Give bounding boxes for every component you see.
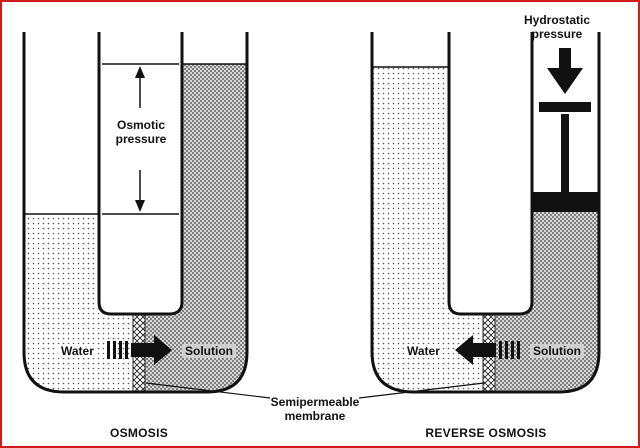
pressure-label-line-1: Hydrostatic <box>523 13 591 27</box>
flow-arrow-icon <box>455 335 520 365</box>
reverse-osmosis-caption: REVERSE OSMOSIS <box>425 426 547 440</box>
pressure-label-line-1: Osmotic <box>116 118 166 132</box>
water-label: Water <box>58 344 97 358</box>
water-liquid-left <box>372 67 483 392</box>
u-tube-outer-wall <box>22 32 249 394</box>
u-tube-outer-wall <box>370 32 601 394</box>
double-headed-arrow-icon <box>135 66 145 212</box>
down-arrow-icon <box>547 48 583 94</box>
water-label: Water <box>404 344 443 358</box>
membrane-leader-lines <box>145 382 485 399</box>
flow-arrow-icon <box>107 335 172 365</box>
osmosis-caption: OSMOSIS <box>109 426 169 440</box>
solution-liquid-right <box>145 64 247 392</box>
pressure-label-line-2: pressure <box>115 132 167 146</box>
u-tube-inner-wall <box>97 32 184 316</box>
membrane-label-line-1: Semipermeable <box>270 395 360 409</box>
solution-liquid-right <box>495 212 599 392</box>
u-tube-inner-wall <box>447 32 534 316</box>
piston-icon <box>532 102 599 212</box>
semipermeable-membrane-label: Semipermeable membrane <box>271 395 360 423</box>
solution-label: Solution <box>182 344 236 358</box>
hydrostatic-pressure-label: Hydrostatic pressure <box>524 13 590 41</box>
osmosis-panel <box>22 32 249 394</box>
reverse-osmosis-panel <box>370 32 601 394</box>
solution-label: Solution <box>530 344 584 358</box>
membrane-label-line-2: membrane <box>284 409 346 423</box>
osmotic-pressure-label: Osmotic pressure <box>112 118 170 146</box>
pressure-label-line-2: pressure <box>531 27 583 41</box>
water-liquid-left <box>24 214 133 392</box>
